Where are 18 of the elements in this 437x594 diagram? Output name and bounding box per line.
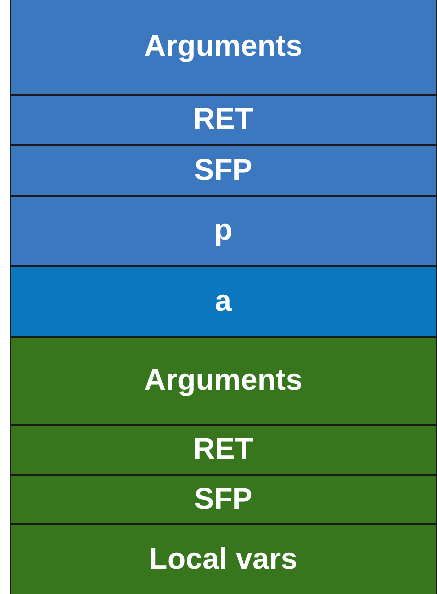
stack-frame-slot	[10, 196, 437, 266]
stack-frame-slot	[10, 475, 437, 524]
slot-label: Local vars	[149, 543, 298, 577]
slot-label: p	[214, 214, 233, 248]
stack-frame-slot	[10, 337, 437, 425]
stack-frame-slot	[10, 145, 437, 196]
stack-frame-slot	[10, 425, 437, 475]
stack-frame-slot	[10, 95, 437, 145]
stack-frame-slot	[10, 266, 437, 337]
stack-frame-slot	[10, 524, 437, 594]
slot-label: RET	[194, 433, 254, 467]
slot-label: RET	[194, 103, 254, 137]
slot-label: SFP	[194, 154, 253, 188]
slot-label: a	[215, 284, 232, 318]
slot-label: Arguments	[144, 30, 303, 64]
slot-label: Arguments	[144, 364, 303, 398]
slot-label: SFP	[194, 482, 253, 516]
stack-frame-slot	[10, 0, 437, 95]
